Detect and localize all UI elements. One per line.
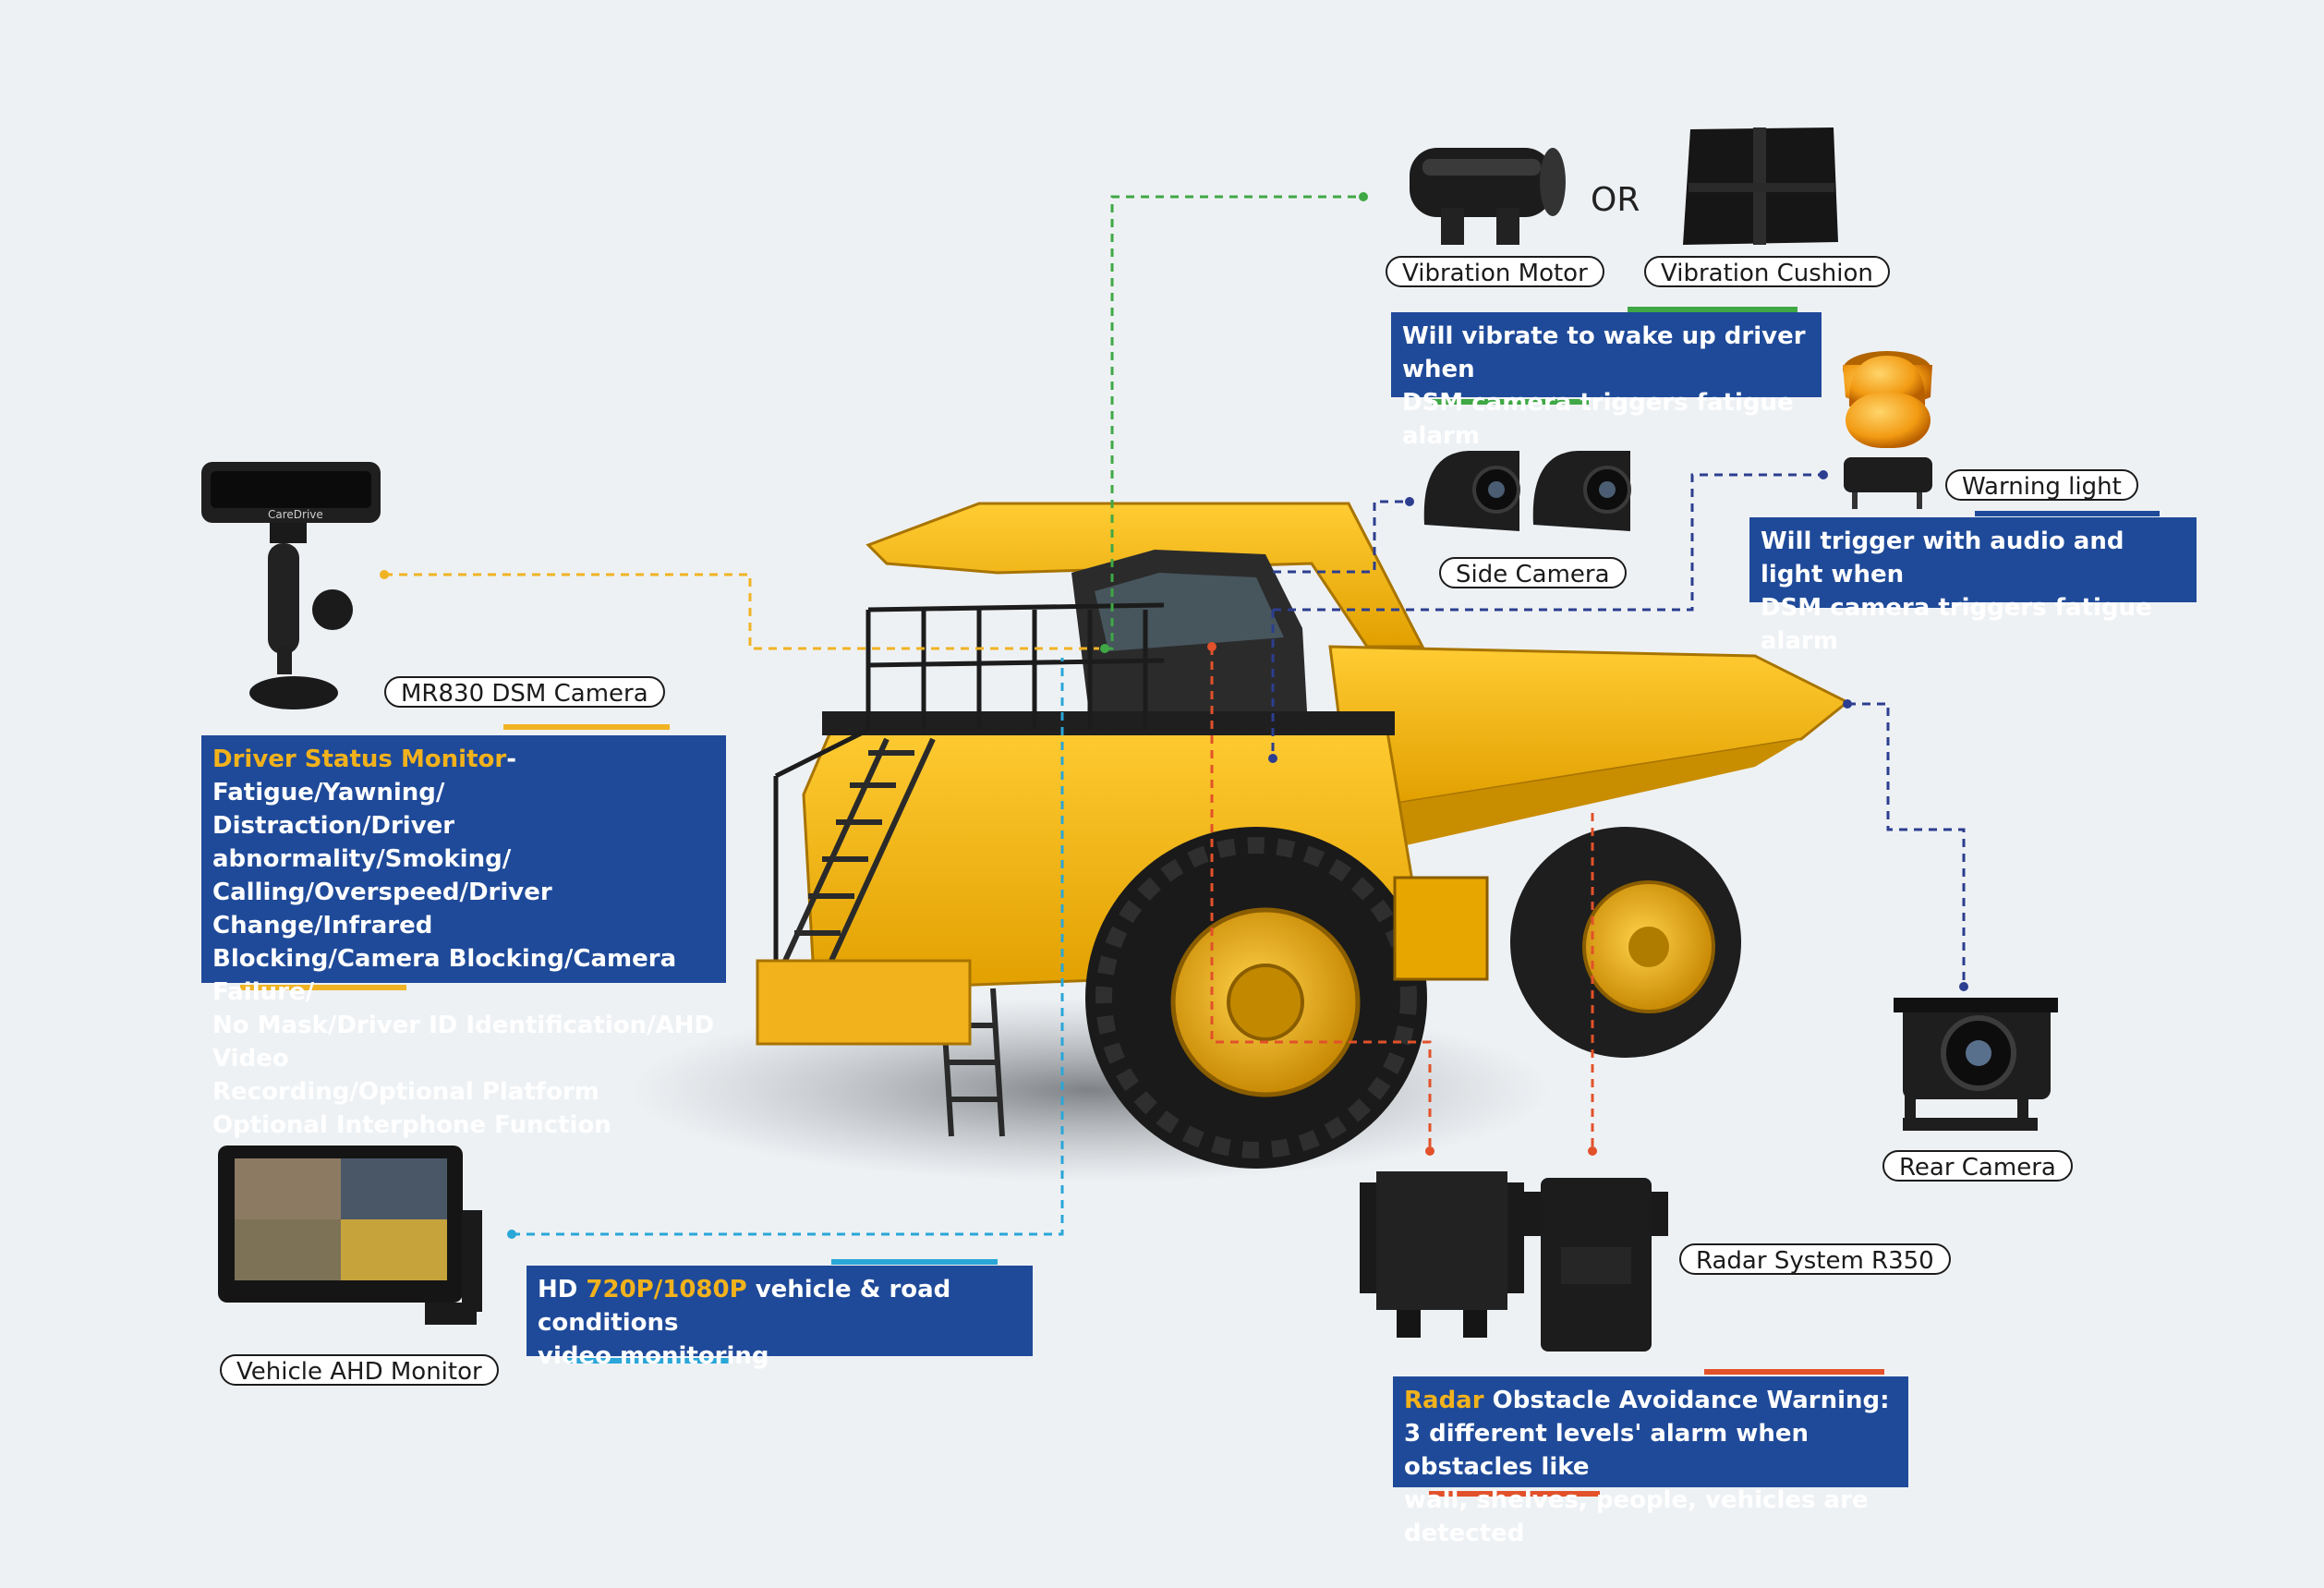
mining-dump-truck xyxy=(628,502,1850,1182)
radar-description-line: wall, shelves, people, vehicles are dete… xyxy=(1404,1486,1869,1547)
ahd-monitor-image xyxy=(218,1146,482,1325)
box-decor-dsm xyxy=(240,724,670,990)
box-decor-monitor xyxy=(565,1259,998,1364)
dsm-description-line: Driver Status Monitor-Fatigue/Yawning/ xyxy=(212,743,715,809)
truck-stairs xyxy=(782,737,936,963)
connector-radar-left xyxy=(1210,647,1432,1151)
dsm-description-box: Driver Status Monitor-Fatigue/Yawning/ D… xyxy=(201,735,726,1139)
truck-bumper xyxy=(756,959,972,1046)
dsm-description-line: Blocking/Camera Blocking/Camera Failure/ xyxy=(212,945,677,1006)
dsm-description-line: Distraction/Driver abnormality/Smoking/ xyxy=(212,812,512,873)
camera-brand-label: CareDrive xyxy=(268,508,323,521)
connector-dot xyxy=(1843,699,1852,709)
radar-description-text: Obstacle Avoidance Warning: xyxy=(1483,1387,1890,1414)
connector-dot xyxy=(1959,982,1968,991)
connector-dot xyxy=(507,1230,516,1239)
radar-description-line: Radar Obstacle Avoidance Warning: xyxy=(1404,1384,1897,1417)
truck-railing xyxy=(773,602,1165,961)
dsm-description-line: Calling/Overspeed/Driver Change/Infrared xyxy=(212,879,552,939)
connector-dot xyxy=(1819,470,1828,479)
connector-dot xyxy=(1207,642,1216,651)
connector-side-camera xyxy=(1273,500,1410,574)
vibration-description-line: DSM camera triggers fatigue alarm xyxy=(1402,389,1794,450)
truck-rear-wheel xyxy=(1510,827,1741,1058)
connector-dot xyxy=(1405,497,1414,506)
connector-dot xyxy=(380,570,389,579)
box-decor-radar xyxy=(1429,1369,1884,1497)
side-camera-label: Side Camera xyxy=(1439,557,1627,588)
radar-description-box: Radar Obstacle Avoidance Warning: 3 diff… xyxy=(1393,1376,1908,1547)
warning-light-image xyxy=(1843,351,1932,509)
radar-system-label: Radar System R350 xyxy=(1679,1243,1951,1275)
monitor-description-line: video monitoring xyxy=(538,1342,769,1370)
truck-front-wheel xyxy=(1085,827,1427,1169)
dsm-description-line: No Mask/Driver ID Identification/AHD Vid… xyxy=(212,1012,715,1073)
truck-cab-window xyxy=(1095,573,1284,651)
or-label: OR xyxy=(1591,181,1640,219)
dsm-description-line: Recording/Optional Platform xyxy=(212,1078,599,1106)
truck-side-panel xyxy=(1393,876,1489,981)
vibration-motor-label: Vibration Motor xyxy=(1386,256,1604,287)
rear-camera-image xyxy=(1894,998,2058,1131)
radar-description-line: 3 different levels' alarm when obstacles… xyxy=(1404,1420,1809,1481)
connector-dot xyxy=(1100,644,1109,653)
monitor-prefix: HD xyxy=(538,1276,587,1303)
monitor-description-box: HD 720P/1080P vehicle & road conditions … xyxy=(527,1266,1033,1370)
dsm-camera-label: MR830 DSM Camera xyxy=(384,676,665,708)
rear-camera-label: Rear Camera xyxy=(1882,1150,2073,1182)
monitor-description-text: vehicle & road conditions xyxy=(538,1276,951,1337)
vibration-cushion-label: Vibration Cushion xyxy=(1644,256,1890,287)
connector-dot xyxy=(1359,192,1368,201)
warning-description-line: DSM camera triggers fatigue alarm xyxy=(1761,594,2152,655)
warning-description-box: Will trigger with audio and light when D… xyxy=(1749,517,2197,655)
box-decor-vibration xyxy=(1432,307,1797,405)
warning-light-label: Warning light xyxy=(1945,469,2138,501)
radar-highlight: Radar xyxy=(1404,1387,1484,1414)
connector-warning xyxy=(1273,473,1823,612)
connector-dot xyxy=(1425,1146,1434,1156)
dsm-description-text: -Fatigue/Yawning/ xyxy=(212,746,517,806)
ahd-monitor-label: Vehicle AHD Monitor xyxy=(220,1354,499,1386)
warning-description-line: Will trigger with audio and light when xyxy=(1761,527,2124,588)
truck-deck xyxy=(822,711,1395,735)
radar-system-image xyxy=(1360,1171,1668,1352)
vibration-cushion-image xyxy=(1683,127,1838,245)
truck-dump-bed-side xyxy=(1349,739,1801,850)
monitor-description-line: HD 720P/1080P vehicle & road conditions xyxy=(538,1273,1022,1339)
vibration-description-line: Will vibrate to wake up driver when xyxy=(1402,322,1806,383)
dsm-description-line: Optional Interphone Function xyxy=(212,1111,611,1139)
dsm-camera-image: CareDrive xyxy=(201,462,381,709)
truck-canopy xyxy=(865,502,1425,649)
dsm-highlight: Driver Status Monitor xyxy=(212,746,507,773)
connector-dsm xyxy=(384,573,1099,650)
box-decor-warning xyxy=(1787,511,2160,608)
connector-dot xyxy=(1588,1146,1597,1156)
connector-rear-camera xyxy=(1847,702,1966,987)
vibration-motor-image xyxy=(1410,148,1566,245)
monitor-highlight: 720P/1080P xyxy=(586,1276,747,1303)
connector-dot xyxy=(1268,754,1277,763)
side-camera-image xyxy=(1423,451,1631,531)
vibration-description-box: Will vibrate to wake up driver when DSM … xyxy=(1391,312,1822,450)
connector-monitor xyxy=(512,658,1064,1236)
